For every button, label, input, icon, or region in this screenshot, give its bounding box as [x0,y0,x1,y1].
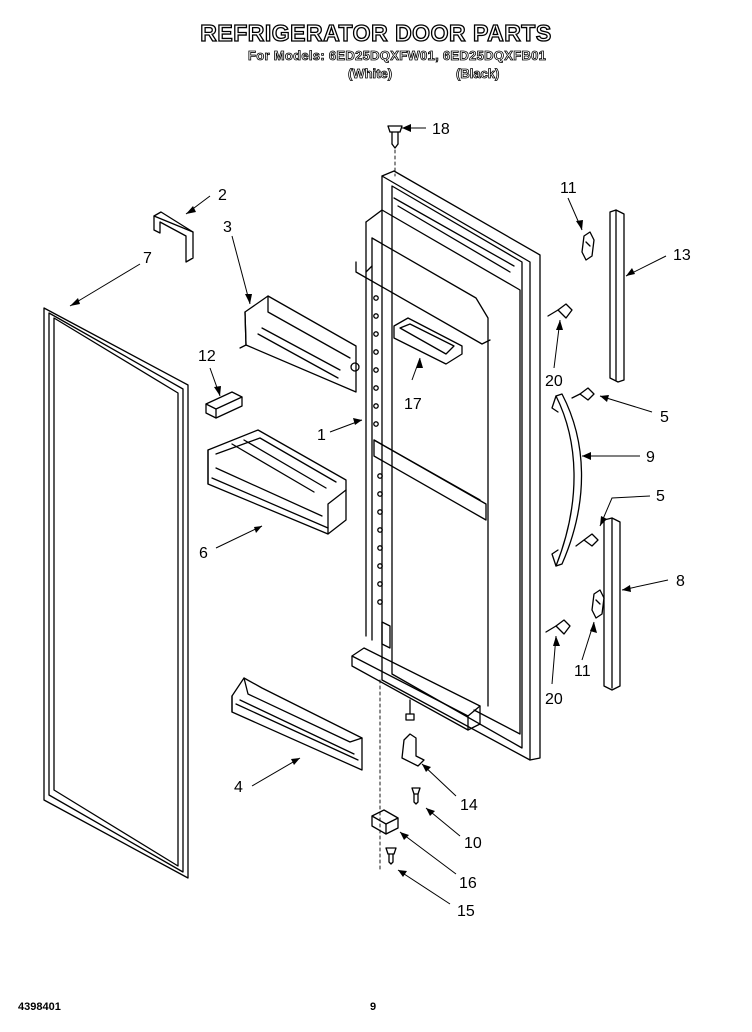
arrowhead-11-upper [576,220,583,230]
arrowhead-16 [400,832,409,840]
clip-part [205,391,243,419]
leader-5-lower [599,495,651,527]
leader-6 [215,525,263,549]
lower-screw-part [545,619,571,635]
arrowhead-6 [254,526,262,533]
arrowhead-5-lower [600,516,607,526]
callout-15: 15 [457,903,475,920]
arrowhead-2 [186,206,196,214]
arrowhead-10 [426,808,435,816]
handle-screw-upper-part [571,387,595,401]
bracket-screw-part [385,847,397,865]
variant-black-label: (Black) [456,66,500,82]
callout-20-upper: 20 [545,373,563,390]
callout-7: 8 [676,573,685,590]
variant-white-label: (White) [348,66,393,82]
lower-trim-strip-part [603,517,621,691]
leader-5-upper [599,395,653,413]
arrowhead-3 [245,294,252,304]
upper-screw-part [547,303,573,319]
arrowhead-7 [622,585,631,592]
leader-16 [399,831,457,875]
callout-17: 17 [404,396,422,413]
door-gasket-part [43,307,189,879]
arrowhead-17 [416,358,423,368]
callout-8: 7 [143,250,152,267]
callout-11-upper: 11 [560,180,577,197]
models-line: For Models: 6ED25DQXFW01, 6ED25DQXFB01 [248,48,547,64]
arrowhead-8 [70,298,80,306]
lower-bracket-part [371,809,399,835]
arrowhead-9 [582,452,591,460]
arrowhead-5-upper [600,395,609,402]
top-screw-part [387,125,403,149]
arrowhead-1 [353,418,362,425]
door-handle-part [551,393,583,567]
callout-6: 6 [199,545,208,562]
hinge-screw-part [411,787,421,805]
leader-3 [231,235,251,305]
leader-15 [397,869,451,905]
callout-12: 12 [198,348,216,365]
lower-door-shelf-part [231,677,363,771]
upper-trim-strip-part [609,209,625,383]
arrowhead-14 [422,764,431,772]
callout-13: 13 [673,247,691,264]
leader-8 [69,263,141,307]
callout-20-lower: 20 [545,691,563,708]
callout-2: 2 [218,187,227,204]
page-number: 9 [370,1001,377,1013]
callout-10: 10 [464,835,482,852]
upper-clip-part [581,231,595,261]
arrowhead-4 [291,758,300,765]
callout-11-lower: 11 [574,663,591,680]
arrowhead-15 [398,870,407,877]
callout-5-lower: 5 [656,488,665,505]
arrowhead-12 [214,386,221,396]
callout-3: 3 [223,219,232,236]
arrowhead-13 [626,268,635,276]
arrowhead-11-lower [590,622,597,633]
handle-screw-lower-part [575,533,599,547]
callout-9: 9 [646,449,655,466]
callout-16: 16 [459,875,477,892]
arrowhead-20-upper [556,320,563,330]
callout-14: 14 [460,797,478,814]
callout-18: 18 [432,121,450,138]
callout-1: 1 [317,427,326,444]
door-bin-part [207,429,347,535]
part-number: 4398401 [18,1001,61,1013]
bracket-part [153,211,194,263]
arrowhead-18 [402,124,411,132]
hinge-pin-part [401,699,425,767]
door-liner-part [351,170,541,761]
leader-4 [251,757,301,787]
dairy-door-part [239,295,360,393]
callout-5-upper: 5 [660,409,669,426]
page-title: REFRIGERATOR DOOR PARTS [200,19,552,46]
callout-4: 4 [234,779,243,796]
arrowhead-20-lower [553,636,560,646]
lower-clip-part [591,589,605,619]
liner-tray-part [393,317,463,365]
